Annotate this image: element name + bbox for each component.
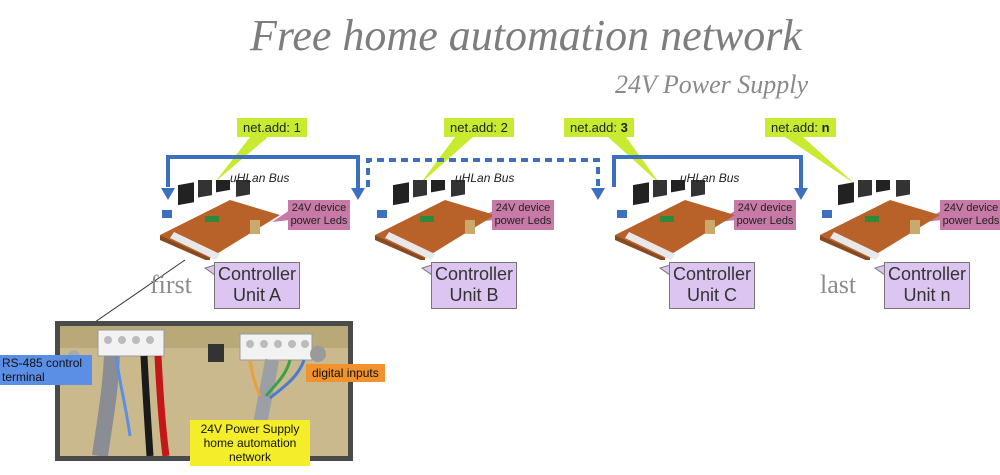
controller-unit-a: Controller Unit A (214, 262, 300, 309)
led-label-b: 24V device power Leds (492, 200, 554, 230)
zoom-connector-line (94, 259, 186, 323)
controller-unit-name: Unit A (232, 285, 282, 305)
controller-unit-b: Controller Unit B (431, 262, 517, 309)
net-address-prefix: net.add: (450, 120, 497, 135)
bus-segment-bc (366, 158, 600, 190)
callout-pointer-1 (215, 137, 268, 182)
bus-label-c: uHLan Bus (680, 171, 740, 185)
bus-segment-cn (612, 155, 803, 190)
callout-pointer-2 (420, 137, 473, 184)
net-address-prefix: net.add: (570, 120, 617, 135)
bus-label-a: uHLan Bus (230, 171, 290, 185)
controller-board-c (615, 180, 735, 260)
net-address-callout-b: net.add: 2 (444, 118, 514, 137)
controller-board-n (820, 180, 940, 260)
controller-board-a (160, 180, 280, 260)
order-label-first: first (150, 270, 192, 299)
callout-pointer-n (785, 137, 855, 184)
power-supply-tag: 24V Power Supply home automation network (190, 420, 310, 466)
callout-pointer-3 (608, 137, 660, 184)
bus-arrow-b (351, 188, 365, 200)
rs485-terminal-tag: RS-485 control terminal (0, 355, 92, 385)
net-address-prefix: net.add: (243, 120, 290, 135)
controller-label: Controller (672, 264, 752, 284)
bus-segment-ab (166, 155, 360, 190)
net-address-value: 2 (500, 120, 508, 135)
order-label-last: last (820, 270, 857, 299)
net-address-value: 3 (620, 120, 628, 135)
bus-arrow-a (161, 188, 175, 200)
controller-label: Controller (217, 264, 297, 284)
page-subtitle: 24V Power Supply (615, 70, 809, 99)
led-label-n: 24V device power Leds (940, 200, 1000, 230)
net-address-callout-a: net.add: 1 (237, 118, 307, 137)
controller-label: Controller (434, 264, 514, 284)
terminal-closeup-inset (55, 321, 353, 461)
net-address-value: 1 (293, 120, 301, 135)
page-title: Free home automation network (250, 11, 802, 60)
net-address-value: n (821, 120, 830, 135)
led-pointer-a (272, 210, 290, 222)
controller-unit-name: Unit B (449, 285, 499, 305)
terminal-closeup-image (60, 326, 348, 456)
bus-arrow-n (794, 188, 808, 200)
net-address-callout-n: net.add: n (765, 118, 836, 137)
controller-label: Controller (887, 264, 967, 284)
led-label-a: 24V device power Leds (288, 200, 350, 230)
digital-inputs-tag: digital inputs (306, 364, 385, 382)
controller-unit-name: Unit n (903, 285, 951, 305)
net-address-prefix: net.add: (771, 120, 818, 135)
controller-unit-n: Controller Unit n (884, 262, 970, 309)
controller-unit-name: Unit C (686, 285, 737, 305)
bus-label-b: uHLan Bus (455, 171, 515, 185)
net-address-callout-c: net.add: 3 (564, 118, 634, 137)
controller-unit-c: Controller Unit C (669, 262, 755, 309)
led-label-c: 24V device power Leds (734, 200, 796, 230)
controller-board-b (375, 180, 495, 260)
bus-arrow-c (591, 188, 605, 200)
